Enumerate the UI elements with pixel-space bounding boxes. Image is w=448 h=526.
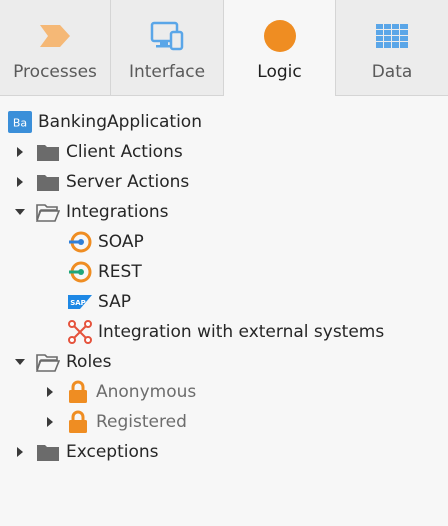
lock-icon	[66, 380, 90, 404]
chevron-right-icon[interactable]	[14, 446, 26, 458]
tab-logic[interactable]: Logic	[224, 0, 336, 96]
network-nodes-icon	[68, 320, 92, 344]
folder-open-icon	[36, 200, 60, 224]
tree-item-label: Integration with external systems	[98, 322, 385, 342]
tree-item-label: Registered	[96, 412, 187, 432]
sap-logo-icon: SAP	[68, 290, 92, 314]
folder-open-icon	[36, 350, 60, 374]
grid-table-icon	[374, 18, 410, 54]
sap-logo-text: SAP	[70, 299, 86, 307]
tab-bar: Processes Interface Logic	[0, 0, 448, 96]
tree-item-roles[interactable]: Roles	[14, 347, 112, 377]
tree-item-label: SAP	[98, 292, 131, 312]
soap-service-icon	[68, 230, 92, 254]
rest-service-icon	[68, 260, 92, 284]
tree-item-integrations[interactable]: Integrations	[14, 197, 169, 227]
tree-item-registered[interactable]: Registered	[44, 407, 187, 437]
logic-tree: Ba BankingApplication Client Actions Ser…	[0, 96, 448, 526]
tree-item-sap[interactable]: SAP SAP	[68, 287, 131, 317]
chevron-down-icon[interactable]	[14, 206, 26, 218]
tree-item-label: Roles	[66, 352, 112, 372]
tree-root[interactable]: Ba BankingApplication	[8, 107, 202, 137]
chevron-right-icon[interactable]	[14, 146, 26, 158]
tree-item-server-actions[interactable]: Server Actions	[14, 167, 189, 197]
lock-icon	[66, 410, 90, 434]
app-badge-text: Ba	[13, 117, 27, 130]
tree-item-label: SOAP	[98, 232, 144, 252]
chevron-right-icon[interactable]	[44, 416, 56, 428]
app-badge-icon: Ba	[8, 110, 32, 134]
tree-item-label: Anonymous	[96, 382, 197, 402]
tab-interface[interactable]: Interface	[111, 0, 224, 96]
tab-label: Data	[371, 62, 413, 82]
folder-icon	[36, 140, 60, 164]
tree-item-label: Integrations	[66, 202, 169, 222]
tree-item-label: Client Actions	[66, 142, 183, 162]
tab-processes[interactable]: Processes	[0, 0, 111, 96]
tree-item-label: Exceptions	[66, 442, 159, 462]
monitor-icon	[149, 18, 185, 54]
folder-icon	[36, 440, 60, 464]
chevron-right-icon[interactable]	[14, 176, 26, 188]
tree-root-label: BankingApplication	[38, 112, 202, 132]
tree-item-client-actions[interactable]: Client Actions	[14, 137, 183, 167]
chevron-right-icon[interactable]	[44, 386, 56, 398]
process-chevron-icon	[37, 18, 73, 54]
tree-item-label: Server Actions	[66, 172, 190, 192]
tab-label: Interface	[128, 62, 206, 82]
chevron-down-icon[interactable]	[14, 356, 26, 368]
folder-icon	[36, 170, 60, 194]
tree-item-external-integration[interactable]: Integration with external systems	[68, 317, 384, 347]
tab-label: Logic	[257, 62, 302, 82]
orange-circle-icon	[262, 18, 298, 54]
tree-item-rest[interactable]: REST	[68, 257, 142, 287]
tree-item-exceptions[interactable]: Exceptions	[14, 437, 159, 467]
tree-item-anonymous[interactable]: Anonymous	[44, 377, 196, 407]
tree-item-soap[interactable]: SOAP	[68, 227, 144, 257]
tree-item-label: REST	[98, 262, 142, 282]
tab-data[interactable]: Data	[336, 0, 448, 96]
tab-label: Processes	[13, 62, 97, 82]
